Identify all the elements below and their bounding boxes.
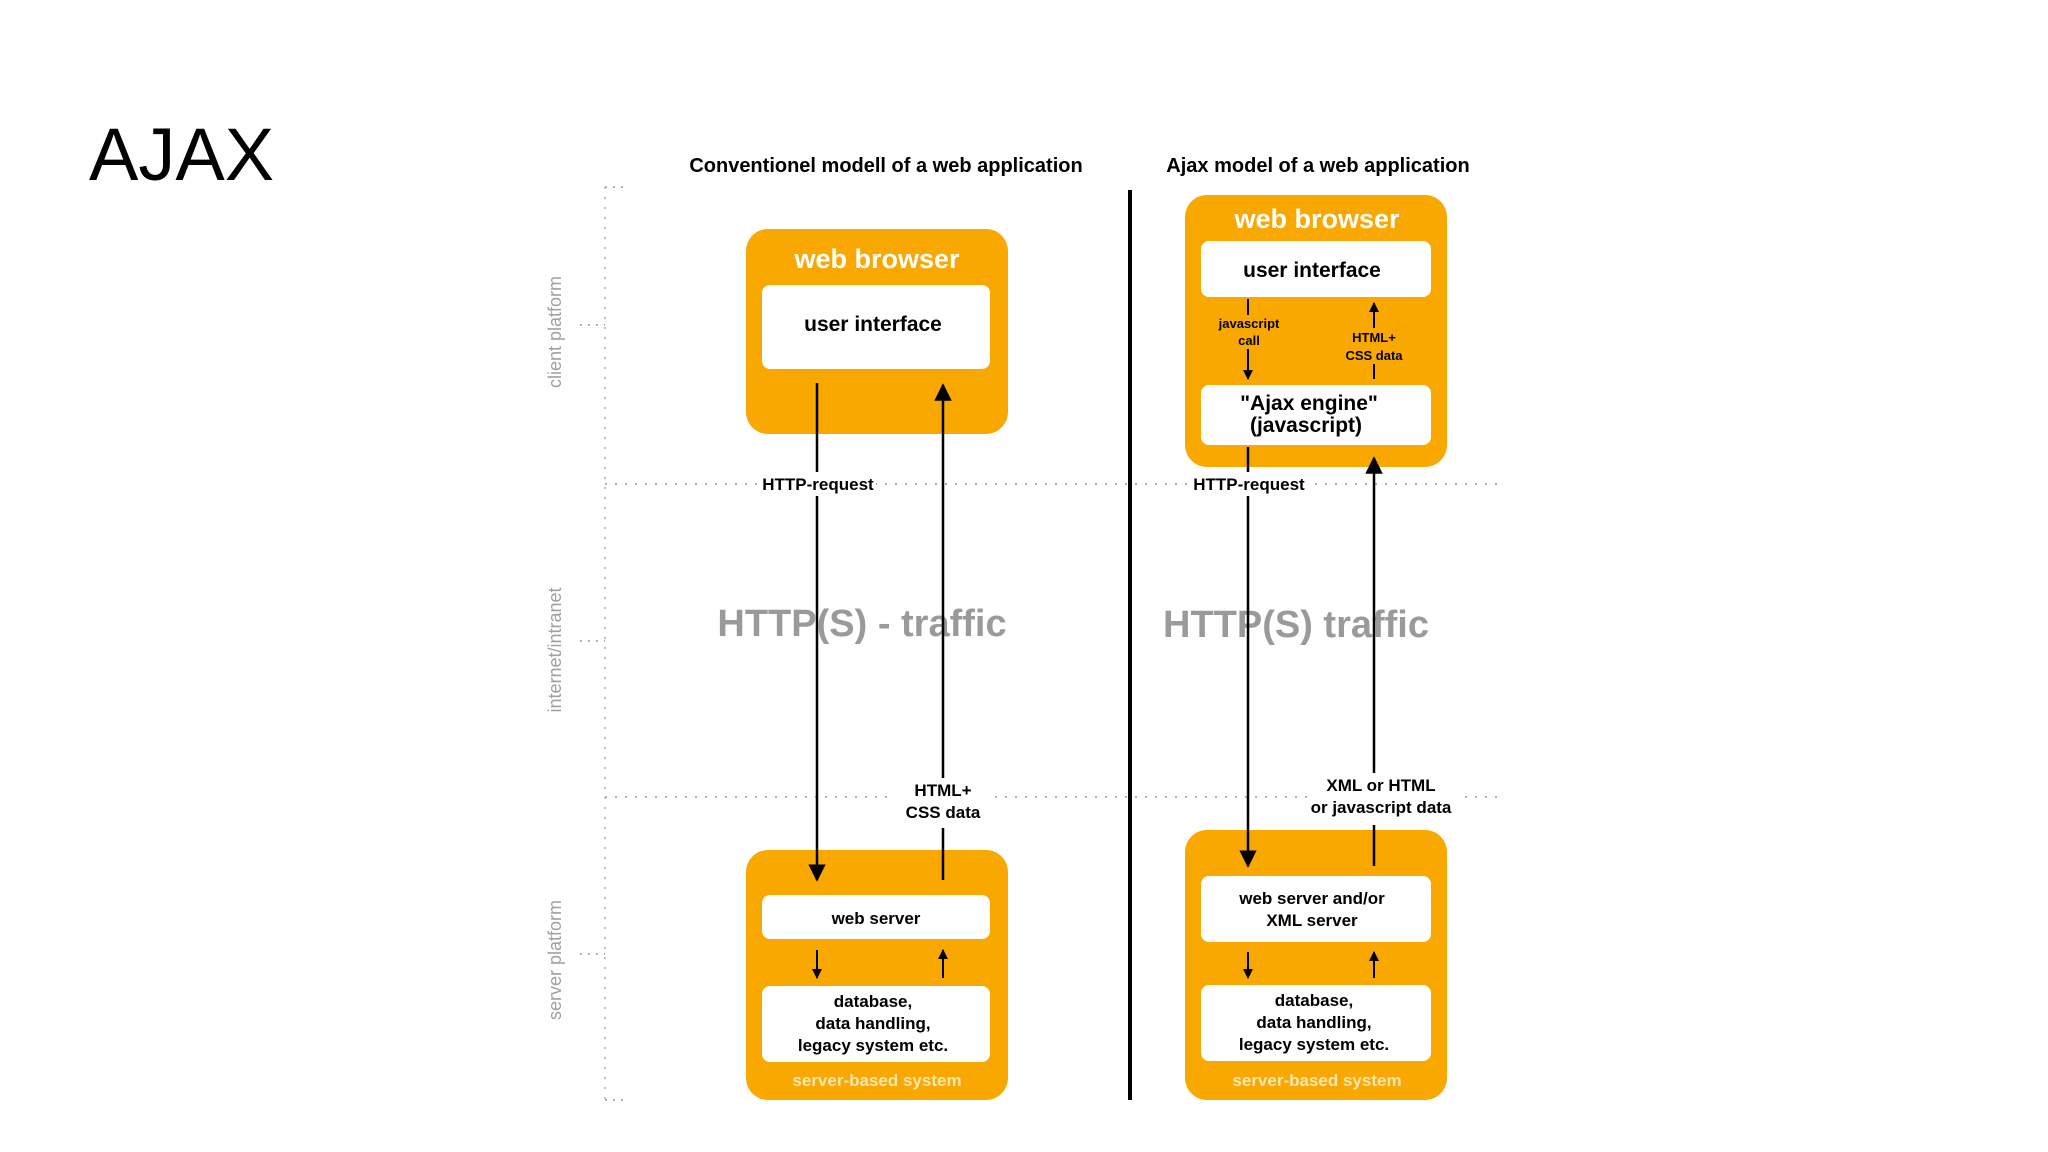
ajax-engine-line2: (javascript) <box>1250 414 1362 437</box>
conventional-user-interface-label: user interface <box>804 313 942 336</box>
ajax-engine-line1: "Ajax engine" <box>1240 392 1378 415</box>
conventional-traffic-label: HTTP(S) - traffic <box>717 603 1006 645</box>
ajax-model-title: Ajax model of a web application <box>1166 155 1469 177</box>
ajax-html-css-line1: HTML+ <box>1352 330 1396 345</box>
ajax-response-label-bg <box>1308 773 1458 825</box>
conventional-web-server-box <box>762 895 990 939</box>
ajax-database-box <box>1201 985 1431 1061</box>
ajax-html-css-line2: CSS data <box>1345 348 1403 363</box>
ajax-request-label-bg <box>1191 472 1307 496</box>
ajax-response-label-line2: or javascript data <box>1311 798 1452 817</box>
ajax-database-line2: data handling, <box>1256 1013 1371 1032</box>
ajax-database-line1: database, <box>1275 991 1353 1010</box>
ajax-js-call-label-bg <box>1213 315 1285 349</box>
lane-label-server: server platform <box>545 900 565 1020</box>
conventional-web-server-label: web server <box>831 909 921 928</box>
conventional-database-line1: database, <box>834 992 912 1011</box>
conventional-response-label-line1: HTML+ <box>914 781 971 800</box>
conventional-database-line3: legacy system etc. <box>798 1036 948 1055</box>
conventional-response-label-line2: CSS data <box>906 803 981 822</box>
ajax-html-css-label-bg <box>1338 328 1410 364</box>
conventional-server-footer: server-based system <box>792 1071 961 1090</box>
conventional-database-line2: data handling, <box>815 1014 930 1033</box>
ajax-engine-box <box>1201 385 1431 445</box>
ajax-js-call-line2: call <box>1238 333 1260 348</box>
ajax-web-server-line2: XML server <box>1266 911 1358 930</box>
ajax-user-interface-label: user interface <box>1243 259 1381 282</box>
conventional-database-box <box>762 986 990 1062</box>
conventional-request-label-bg <box>760 472 876 496</box>
slide-title: AJAX <box>89 113 275 196</box>
ajax-traffic-label: HTTP(S) traffic <box>1163 604 1429 646</box>
conventional-browser-box: web browser user interface <box>746 229 1008 434</box>
ajax-web-server-line1: web server and/or <box>1238 889 1385 908</box>
conventional-browser-heading: web browser <box>793 244 960 274</box>
ajax-database-line3: legacy system etc. <box>1239 1035 1389 1054</box>
conventional-server-box: web server database, data handling, lega… <box>746 850 1008 1100</box>
ajax-browser-box: web browser user interface "Ajax engine"… <box>1185 195 1447 467</box>
lane-label-network: internet/intranet <box>545 587 565 712</box>
ajax-user-interface-box <box>1201 241 1431 297</box>
conventional-model-title: Conventionel modell of a web application <box>689 155 1082 177</box>
ajax-js-call-line1: javascript <box>1218 316 1280 331</box>
ajax-response-label-line1: XML or HTML <box>1326 776 1435 795</box>
conventional-user-interface-box <box>762 285 990 369</box>
conventional-request-label: HTTP-request <box>762 475 874 494</box>
ajax-web-server-box <box>1201 876 1431 942</box>
ajax-browser-heading: web browser <box>1233 204 1400 234</box>
ajax-server-box: web server and/or XML server database, d… <box>1185 830 1447 1100</box>
ajax-request-label: HTTP-request <box>1193 475 1305 494</box>
ajax-server-footer: server-based system <box>1232 1071 1401 1090</box>
conventional-response-label-bg <box>895 778 991 828</box>
lane-label-client: client platform <box>545 276 565 388</box>
